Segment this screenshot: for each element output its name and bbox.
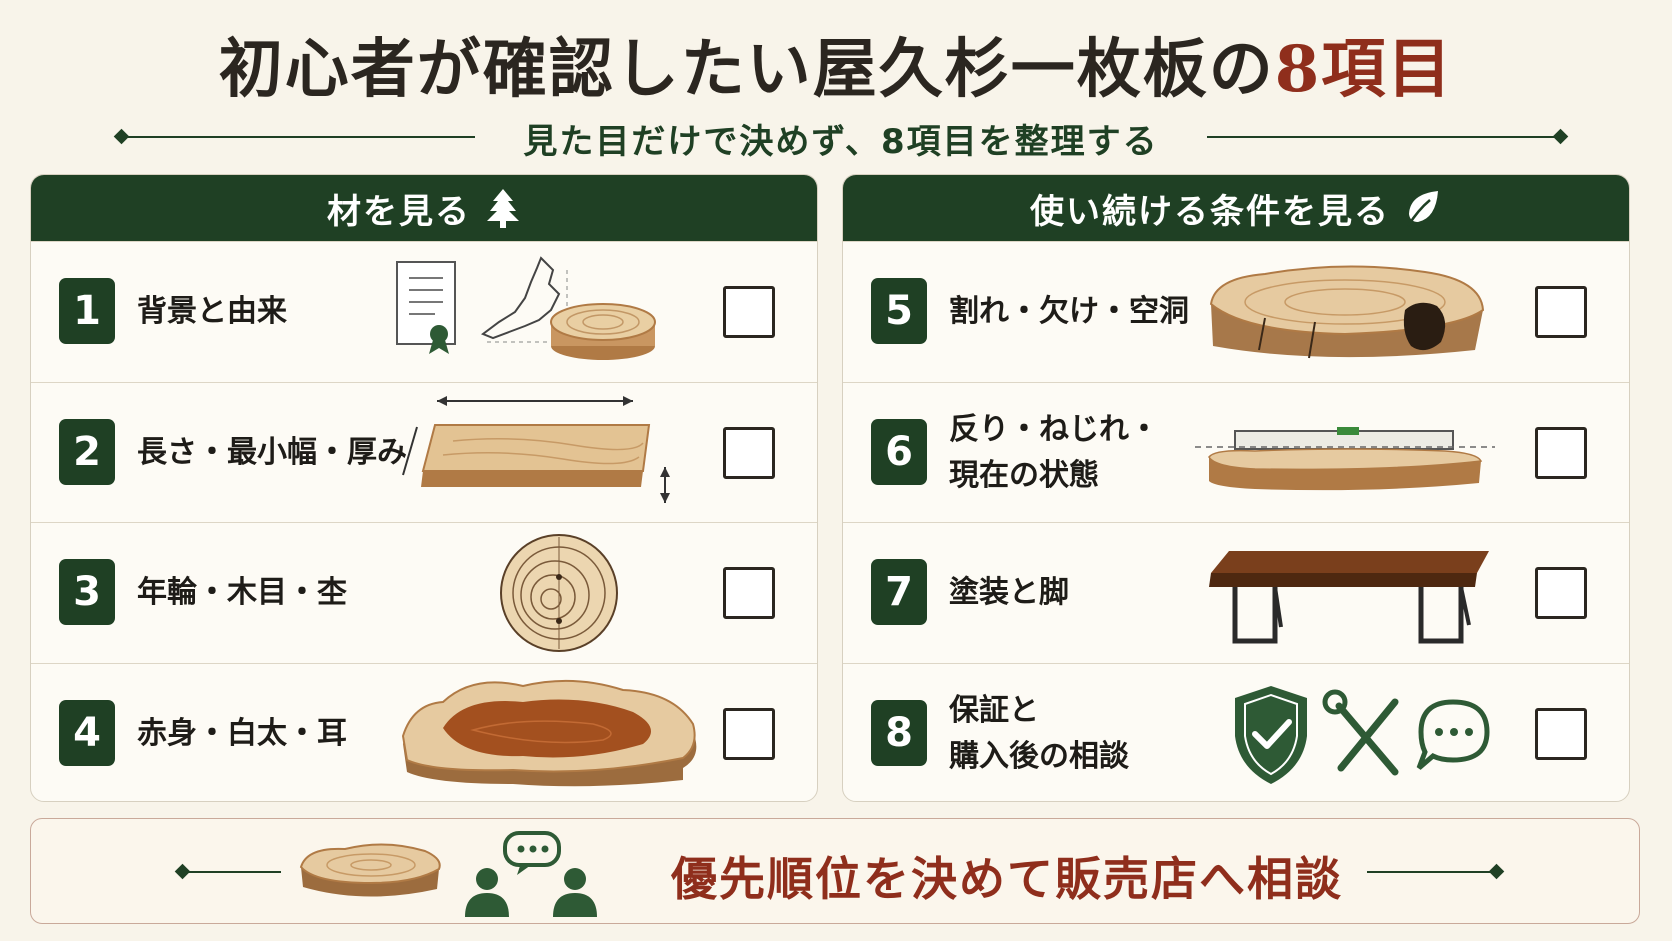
checklist-item-1: 1 背景と由来 [31, 241, 817, 382]
slab-dimensions-icon [402, 395, 670, 503]
item-label-line: 現在の状態 [949, 457, 1099, 493]
item-number: 5 [871, 278, 927, 344]
checklist-item-8: 8 保証と 購入後の相談 [843, 662, 1629, 802]
checkbox-item-8[interactable] [1535, 707, 1587, 760]
panel-material: 材を見る 1 背景と由来 2 [30, 174, 818, 802]
item-label-line: 赤身・白太・耳 [137, 715, 347, 751]
checklist-item-5: 5 割れ・欠け・空洞 [843, 241, 1629, 382]
item-label: 赤身・白太・耳 [137, 664, 347, 802]
item-number: 6 [871, 418, 927, 485]
footer-message: 優先順位を決めて販売店へ相談 [671, 852, 1343, 906]
item-label: 割れ・欠け・空洞 [949, 242, 1189, 382]
item-label: 長さ・最小幅・厚み [137, 383, 407, 523]
footer-banner: 優先順位を決めて販売店へ相談 [30, 818, 1640, 924]
panel-usage-header: 使い続ける条件を見る [843, 175, 1629, 241]
heartwood-slab-icon [401, 679, 697, 786]
wood-slice-icon [299, 843, 441, 897]
subtitle-rule-right [1207, 136, 1562, 138]
chat-bubble-icon [1416, 698, 1490, 770]
checkbox-item-2[interactable] [723, 426, 775, 479]
panel-usage-conditions: 使い続ける条件を見る 5 割れ・欠け・空洞 6 反り・ねじれ・ 現在の状態 [842, 174, 1630, 802]
shield-check-icon [1235, 685, 1307, 784]
item-number: 1 [59, 278, 115, 344]
wrench-screwdriver-icon [1322, 689, 1399, 775]
level-slab-icon [1195, 426, 1495, 490]
title-accent: 8項目 [1274, 32, 1454, 107]
checkbox-item-1[interactable] [723, 286, 775, 338]
item-label: 塗装と脚 [949, 523, 1069, 663]
cracked-slab-icon [1209, 265, 1485, 359]
item-label: 反り・ねじれ・ 現在の状態 [949, 383, 1159, 523]
table-icon [1209, 551, 1489, 644]
checkbox-item-6[interactable] [1535, 426, 1587, 479]
item-label-line: 背景と由来 [137, 294, 287, 329]
people-consult-icon [465, 831, 597, 917]
item-label-line: 年輪・木目・杢 [137, 575, 347, 610]
checkbox-item-3[interactable] [723, 567, 775, 619]
item-label: 背景と由来 [137, 242, 287, 382]
panel-material-header: 材を見る [31, 175, 817, 241]
footer-rule-left [181, 871, 281, 873]
checklist-item-3: 3 年輪・木目・杢 [31, 522, 817, 663]
item-label: 保証と 購入後の相談 [949, 664, 1129, 802]
panel-usage-title: 使い続ける条件を見る [1030, 191, 1390, 232]
item-number: 3 [59, 559, 115, 625]
tree-icon [487, 189, 519, 228]
checklist-item-6: 6 反り・ねじれ・ 現在の状態 [843, 381, 1629, 523]
item-number: 4 [59, 699, 115, 766]
item-label-line: 反り・ねじれ・ [949, 411, 1159, 447]
leaf-icon [1406, 191, 1438, 227]
item-label-line: 割れ・欠け・空洞 [949, 294, 1189, 329]
subtitle-row: 見た目だけで決めず、8項目を整理する [113, 112, 1569, 162]
shield-tools-chat-icon [1235, 685, 1490, 784]
footer-diamond-left [174, 863, 191, 880]
checklist-item-2: 2 長さ・最小幅・厚み [31, 381, 817, 523]
subtitle: 見た目だけで決めず、8項目を整理する [523, 122, 1159, 162]
subtitle-rule-left [120, 136, 475, 138]
growth-rings-icon [500, 534, 618, 652]
item-label-line: 購入後の相談 [949, 738, 1129, 774]
title-main: 初心者が確認したい屋久杉一枚板の [218, 32, 1275, 107]
checklist-item-7: 7 塗装と脚 [843, 522, 1629, 663]
panel-material-title: 材を見る [327, 191, 471, 232]
checkbox-item-5[interactable] [1535, 286, 1587, 338]
item-number: 2 [59, 418, 115, 485]
checkbox-item-4[interactable] [723, 707, 775, 760]
checklist-item-4: 4 赤身・白太・耳 [31, 662, 817, 802]
checkbox-item-7[interactable] [1535, 567, 1587, 619]
item-label-line: 塗装と脚 [949, 575, 1069, 610]
item-number: 7 [871, 559, 927, 625]
page-title: 初心者が確認したい屋久杉一枚板の8項目 [0, 18, 1672, 110]
item-label-line: 保証と [949, 692, 1039, 728]
item-label-line: 長さ・最小幅・厚み [137, 434, 407, 470]
footer-rule-right [1367, 871, 1495, 873]
item-number: 8 [871, 699, 927, 766]
item-label: 年輪・木目・杢 [137, 523, 347, 663]
certificate-map-slab-icon [396, 256, 656, 360]
footer-diamond-right [1488, 863, 1505, 880]
